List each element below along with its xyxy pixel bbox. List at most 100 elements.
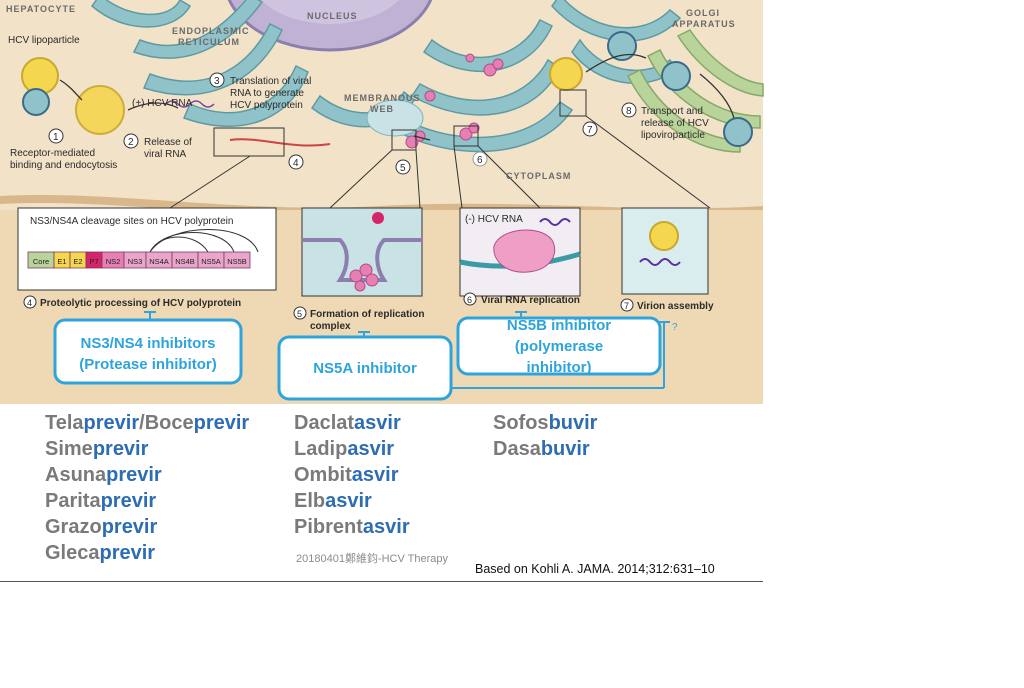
polyprotein-segment-ns5b [223, 251, 251, 269]
drug-name: Pibrentasvir [294, 514, 410, 540]
drug-name: Daclatasvir [294, 410, 410, 436]
drug-prefix: Daclat [294, 412, 355, 434]
polyprotein-segment-label: NS3 [128, 257, 143, 266]
drug-prefix: Grazo [45, 516, 102, 538]
svg-text:binding and endocytosis: binding and endocytosis [10, 160, 117, 171]
svg-text:6: 6 [467, 295, 472, 305]
citation: Based on Kohli A. JAMA. 2014;312:631–10 [475, 562, 715, 576]
svg-text:RNA to generate: RNA to generate [230, 88, 304, 99]
drug-suffix: buvir [540, 438, 590, 460]
svg-text:Transport and: Transport and [641, 106, 703, 117]
ns5a-inhibitor-label: NS5A inhibitor [313, 360, 417, 377]
step-1: 1 Receptor-mediated binding and endocyto… [10, 128, 117, 171]
drug-suffix: buvir [548, 412, 598, 434]
drug-prefix: Sime [45, 438, 93, 460]
er-label-1: ENDOPLASMIC [172, 26, 250, 36]
zoom-box-6 [453, 125, 479, 147]
drug-name: Dasabuvir [493, 436, 597, 462]
polyprotein-segment-label: NS4B [175, 257, 195, 266]
svg-text:Proteolytic processing of HCV: Proteolytic processing of HCV polyprotei… [40, 298, 241, 309]
nucleus-inner [260, 0, 400, 24]
drug-suffix: asvir [325, 490, 372, 512]
svg-text:viral RNA: viral RNA [144, 149, 187, 160]
drug-name: Grazoprevir [45, 514, 249, 540]
ns5b-inhibitor-box: NS5B inhibitor (polymerase inhibitor) [456, 316, 662, 376]
svg-text:Translation of viral: Translation of viral [230, 76, 311, 87]
drug-prefix: Ombit [294, 464, 352, 486]
drug-name: Asunaprevir [45, 462, 249, 488]
drug-name: Telaprevir/Boceprevir [45, 410, 249, 436]
svg-text:3: 3 [214, 76, 220, 87]
polyprotein-segment-label: NS5B [227, 257, 247, 266]
golgi-label-2: APPARATUS [672, 19, 736, 29]
svg-text:Viral RNA replication: Viral RNA replication [481, 295, 580, 306]
footer-divider [0, 581, 763, 582]
replication-complex-dot [372, 212, 384, 224]
step-3: 3 Translation of viral RNA to generate H… [209, 72, 311, 111]
drug-suffix: previr [83, 412, 140, 434]
ns5b-inhibitor-line2: (polymerase [515, 338, 603, 355]
drug-suffix: previr [92, 438, 149, 460]
cleavage-arcs [149, 229, 259, 253]
drug-name: Glecaprevir [45, 540, 249, 566]
polyprotein-segment-label: NS4A [149, 257, 169, 266]
drug-prefix: Sofos [493, 412, 549, 434]
step-5-marker: 5 [395, 159, 411, 175]
step-4-caption: 4 Proteolytic processing of HCV polyprot… [23, 295, 241, 309]
svg-text:release of HCV: release of HCV [641, 118, 709, 129]
drug-suffix: asvir [351, 464, 399, 486]
hcv-lipoparticle-label: HCV lipoparticle [8, 35, 80, 46]
svg-text:7: 7 [624, 301, 629, 311]
drug-prefix: Asuna [45, 464, 107, 486]
polymerase-shape [493, 229, 556, 273]
drug-suffix: asvir [347, 438, 395, 460]
drug-suffix: previr [106, 464, 162, 486]
hcv-virion-4 [723, 117, 753, 147]
zoom-box-7 [559, 89, 587, 117]
step-7-marker: 7 [582, 121, 598, 137]
ns5b-inhibitor-line3: inhibitor) [527, 359, 592, 376]
svg-text:complex: complex [310, 321, 351, 332]
drug-prefix: Ladip [294, 438, 348, 460]
zoom-box-5 [391, 129, 417, 151]
ns3-inhibitor-line2: (Protease inhibitor) [79, 356, 217, 373]
er-label-2: RETICULUM [178, 37, 240, 47]
drug-prefix: Dasa [493, 438, 541, 460]
drug-suffix: asvir [354, 412, 401, 434]
svg-text:8: 8 [626, 106, 632, 117]
svg-text:2: 2 [128, 137, 134, 148]
hcv-virion-2 [607, 31, 637, 61]
svg-text:1: 1 [53, 132, 59, 143]
drug-suffix: asvir [362, 516, 410, 538]
virion-assembly-panel [621, 207, 709, 295]
drug-prefix: Elb [294, 490, 326, 512]
drug-prefix: Parita [45, 490, 101, 512]
replication-complex-vesicles [349, 263, 379, 292]
drug-name: Sofosbuvir [493, 410, 597, 436]
golgi-label-1: GOLGI [686, 8, 720, 18]
svg-text:6: 6 [477, 155, 483, 166]
ns3-inhibitor-box: NS3/NS4 inhibitors (Protease inhibitor) [53, 318, 243, 385]
hcv-virion-3 [661, 61, 691, 91]
minus-rna-label: (-) HCV RNA [465, 214, 523, 225]
plus-rna-label: (+) HCV RNA [132, 98, 193, 109]
inhibitor-question-mark: ? [672, 322, 678, 333]
svg-text:5: 5 [297, 309, 302, 319]
step-8: 8 Transport and release of HCV lipovirop… [621, 102, 709, 141]
membranous-label-2: WEB [370, 104, 394, 114]
svg-text:4: 4 [293, 158, 299, 169]
drug-prefix: /Boce [139, 412, 194, 434]
ns3-inhibitor-line1: NS3/NS4 inhibitors [80, 335, 215, 352]
hcv-virion-1 [22, 88, 50, 116]
cytoplasm-label: CYTOPLASM [506, 171, 571, 181]
svg-text:Release of: Release of [144, 137, 192, 148]
membranous-label-1: MEMBRANOUS [344, 93, 421, 103]
membranous-web [366, 99, 424, 137]
footer-note: 20180401鄭維鈞-HCV Therapy [296, 553, 449, 565]
step-7-caption: 7 Virion assembly [620, 298, 714, 312]
zoom-lines [169, 115, 711, 209]
